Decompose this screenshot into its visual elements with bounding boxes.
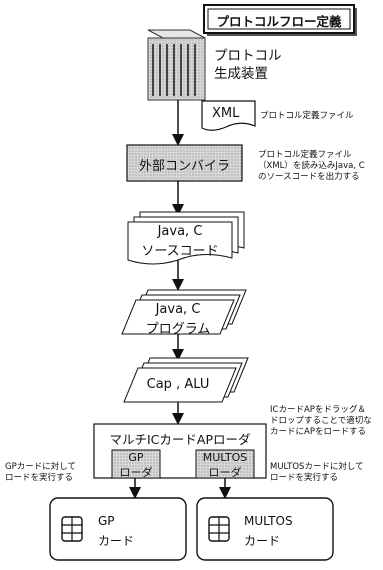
multos-card-box (196, 497, 334, 561)
multos-loader-label-line1: MULTOS (202, 451, 248, 464)
gp-card-box (49, 497, 187, 561)
converter-box (126, 144, 243, 182)
multos-loader-box (195, 449, 255, 479)
multos-loader-note-line1: MULTOSカードに対して (270, 462, 364, 472)
loader-note-line2: ドロップすることで適切な (270, 416, 372, 426)
program-label-line1: Java, C (155, 302, 201, 317)
program-label-line2: プログラム (145, 322, 211, 337)
gp-card-label-line1: GP (98, 514, 115, 528)
multos-card-label-line2: カード (244, 534, 281, 548)
title-box (203, 4, 355, 34)
converter-note-line1: プロトコル定義ファイル (258, 150, 352, 160)
source-label-line1: Java, C (157, 224, 203, 239)
gp-loader-note-line1: GPカードに対して (5, 462, 76, 472)
multos-loader-label-line2: ローダ (208, 466, 242, 479)
program-parallelogram-stack (121, 289, 247, 335)
xml-note: プロトコル定義ファイル (260, 111, 354, 121)
xml-document (201, 100, 256, 131)
multos-card-label-line1: MULTOS (244, 514, 293, 528)
loader-label: マルチICカードAPローダ (109, 432, 251, 447)
gp-loader-box (111, 449, 161, 479)
converter-note-line3: のソースコードを出力する (258, 172, 360, 182)
protocol-flow-title: プロトコルフロー定義 (216, 14, 342, 29)
gp-chip-icon (61, 516, 83, 542)
source-document-stack (127, 211, 245, 265)
gp-loader-label-line2: ローダ (119, 466, 153, 479)
gp-loader-label-line1: GP (128, 451, 144, 464)
gp-card-label-line2: カード (98, 534, 135, 548)
loader-note-line1: ICカードAPをドラッグ＆ (270, 405, 366, 415)
cap-parallelogram-stack (123, 357, 249, 403)
xml-label: XML (212, 106, 240, 121)
gp-loader-note-line2: ロードを実行する (5, 473, 74, 483)
converter-note-line2: （XML）を読み込みJava, C (258, 161, 365, 171)
loader-note-line3: カードにAPをロードする (270, 427, 366, 437)
multos-chip-icon (208, 516, 230, 542)
converter-label: 外部コンバイラ (138, 159, 230, 174)
generator-label-line1: プロトコル (214, 48, 282, 64)
source-label-line2: ソースコード (141, 244, 219, 259)
generator-label-line2: 生成装置 (214, 66, 268, 82)
server-icon (147, 29, 206, 101)
multos-loader-note-line2: ロードを実行する (270, 473, 339, 483)
title-box-inner (207, 8, 351, 30)
cap-alu-label: Cap , ALU (146, 377, 210, 392)
